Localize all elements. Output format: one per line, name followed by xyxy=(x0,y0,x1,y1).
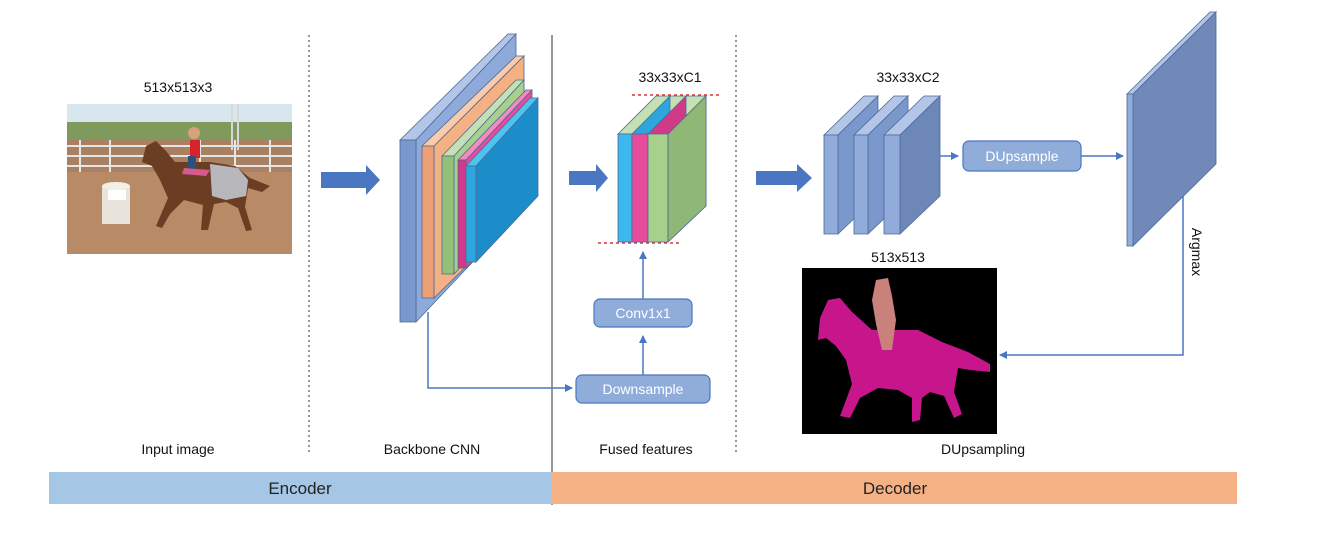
decoder-band xyxy=(552,472,1237,504)
input-size-label: 513x513x3 xyxy=(144,79,213,95)
arrow-to-backbone xyxy=(321,165,380,195)
stage-label-input: Input image xyxy=(141,441,214,457)
downsample-label: Downsample xyxy=(603,381,684,397)
decoder-label: Decoder xyxy=(863,479,928,498)
argmax-label: Argmax xyxy=(1189,228,1205,276)
stage-label-dupsampling: DUpsampling xyxy=(941,441,1025,457)
dup-size-label: 33x33xC2 xyxy=(876,69,939,85)
arrow-to-decoder xyxy=(756,164,812,192)
stage-label-fused: Fused features xyxy=(599,441,692,457)
encoder-band xyxy=(49,472,552,504)
backbone-cnn-stack xyxy=(399,32,539,324)
skip-connection-line xyxy=(427,312,573,392)
dupsample-label: DUpsample xyxy=(985,148,1058,164)
output-size-label: 513x513 xyxy=(871,249,925,265)
fused-features-stack xyxy=(617,95,707,243)
segmentation-mask xyxy=(802,268,997,434)
arrow-to-fused xyxy=(569,164,608,192)
argmax-connection-line xyxy=(999,196,1184,359)
upsampled-output-plane xyxy=(1126,11,1217,247)
conv1x1-label: Conv1x1 xyxy=(615,305,670,321)
stage-label-backbone: Backbone CNN xyxy=(384,441,481,457)
fused-size-label: 33x33xC1 xyxy=(638,69,701,85)
input-photo xyxy=(67,104,292,254)
encoder-label: Encoder xyxy=(268,479,332,498)
decoder-feature-stack xyxy=(823,95,941,235)
